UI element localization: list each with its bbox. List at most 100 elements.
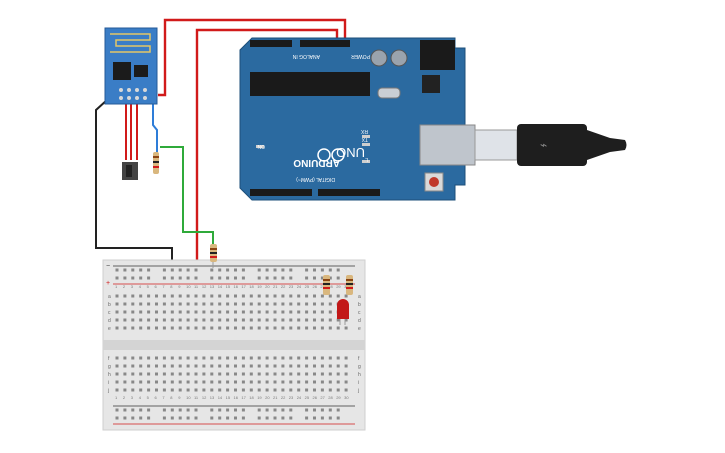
terminal-hole[interactable] bbox=[210, 302, 214, 306]
rail-hole[interactable] bbox=[328, 416, 332, 420]
rail-hole[interactable] bbox=[170, 408, 174, 412]
terminal-hole[interactable] bbox=[320, 372, 324, 376]
terminal-hole[interactable] bbox=[194, 372, 198, 376]
terminal-hole[interactable] bbox=[131, 294, 135, 298]
rail-hole[interactable] bbox=[328, 268, 332, 272]
terminal-hole[interactable] bbox=[202, 356, 206, 360]
terminal-hole[interactable] bbox=[178, 380, 182, 384]
slide-switch[interactable] bbox=[122, 162, 138, 180]
terminal-hole[interactable] bbox=[313, 388, 316, 392]
terminal-hole[interactable] bbox=[305, 294, 309, 298]
terminal-hole[interactable] bbox=[313, 302, 316, 306]
terminal-hole[interactable] bbox=[273, 372, 277, 376]
rail-hole[interactable] bbox=[186, 276, 190, 280]
terminal-hole[interactable] bbox=[241, 310, 245, 314]
terminal-hole[interactable] bbox=[336, 294, 340, 298]
terminal-hole[interactable] bbox=[226, 364, 230, 368]
terminal-hole[interactable] bbox=[162, 294, 166, 298]
terminal-hole[interactable] bbox=[218, 356, 222, 360]
terminal-hole[interactable] bbox=[234, 318, 237, 322]
terminal-hole[interactable] bbox=[320, 294, 324, 298]
terminal-hole[interactable] bbox=[265, 388, 269, 392]
terminal-hole[interactable] bbox=[115, 318, 119, 322]
terminal-hole[interactable] bbox=[313, 356, 316, 360]
rail-hole[interactable] bbox=[257, 416, 261, 420]
terminal-hole[interactable] bbox=[249, 326, 253, 330]
terminal-hole[interactable] bbox=[328, 294, 332, 298]
rail-hole[interactable] bbox=[162, 268, 166, 272]
terminal-hole[interactable] bbox=[123, 388, 127, 392]
terminal-hole[interactable] bbox=[320, 318, 324, 322]
rail-hole[interactable] bbox=[210, 408, 214, 412]
terminal-hole[interactable] bbox=[178, 372, 182, 376]
terminal-hole[interactable] bbox=[336, 364, 340, 368]
terminal-hole[interactable] bbox=[178, 294, 182, 298]
terminal-hole[interactable] bbox=[265, 364, 269, 368]
terminal-hole[interactable] bbox=[147, 356, 151, 360]
terminal-hole[interactable] bbox=[194, 380, 198, 384]
terminal-hole[interactable] bbox=[281, 318, 285, 322]
terminal-hole[interactable] bbox=[139, 294, 143, 298]
terminal-hole[interactable] bbox=[257, 302, 261, 306]
terminal-hole[interactable] bbox=[194, 388, 198, 392]
rail-hole[interactable] bbox=[273, 276, 277, 280]
rail-hole[interactable] bbox=[234, 276, 237, 280]
terminal-hole[interactable] bbox=[123, 294, 127, 298]
terminal-hole[interactable] bbox=[336, 326, 340, 330]
terminal-hole[interactable] bbox=[155, 364, 158, 368]
terminal-hole[interactable] bbox=[249, 380, 253, 384]
terminal-hole[interactable] bbox=[273, 326, 277, 330]
rail-hole[interactable] bbox=[194, 268, 198, 272]
rail-hole[interactable] bbox=[170, 268, 174, 272]
terminal-hole[interactable] bbox=[289, 294, 293, 298]
terminal-hole[interactable] bbox=[139, 372, 143, 376]
terminal-hole[interactable] bbox=[273, 364, 277, 368]
terminal-hole[interactable] bbox=[115, 302, 119, 306]
rail-hole[interactable] bbox=[281, 276, 285, 280]
terminal-hole[interactable] bbox=[155, 318, 158, 322]
terminal-hole[interactable] bbox=[281, 302, 285, 306]
terminal-hole[interactable] bbox=[336, 356, 340, 360]
rail-hole[interactable] bbox=[131, 268, 135, 272]
terminal-hole[interactable] bbox=[289, 388, 293, 392]
terminal-hole[interactable] bbox=[186, 326, 190, 330]
rail-hole[interactable] bbox=[336, 268, 340, 272]
terminal-hole[interactable] bbox=[297, 302, 301, 306]
terminal-hole[interactable] bbox=[320, 388, 324, 392]
rail-hole[interactable] bbox=[210, 276, 214, 280]
terminal-hole[interactable] bbox=[257, 294, 261, 298]
terminal-hole[interactable] bbox=[265, 356, 269, 360]
terminal-hole[interactable] bbox=[218, 364, 222, 368]
terminal-hole[interactable] bbox=[115, 294, 119, 298]
rail-hole[interactable] bbox=[281, 416, 285, 420]
esp8266-wifi-module[interactable] bbox=[104, 27, 158, 105]
terminal-hole[interactable] bbox=[131, 356, 135, 360]
terminal-hole[interactable] bbox=[297, 356, 301, 360]
rail-hole[interactable] bbox=[328, 276, 332, 280]
terminal-hole[interactable] bbox=[218, 294, 222, 298]
terminal-hole[interactable] bbox=[186, 388, 190, 392]
terminal-hole[interactable] bbox=[210, 326, 214, 330]
terminal-hole[interactable] bbox=[186, 356, 190, 360]
terminal-hole[interactable] bbox=[234, 302, 237, 306]
rail-hole[interactable] bbox=[305, 276, 309, 280]
terminal-hole[interactable] bbox=[202, 388, 206, 392]
terminal-hole[interactable] bbox=[162, 326, 166, 330]
terminal-hole[interactable] bbox=[210, 388, 214, 392]
terminal-hole[interactable] bbox=[257, 326, 261, 330]
terminal-hole[interactable] bbox=[147, 318, 151, 322]
resistor-breadboard-1[interactable] bbox=[210, 244, 217, 268]
terminal-hole[interactable] bbox=[265, 318, 269, 322]
terminal-hole[interactable] bbox=[273, 356, 277, 360]
rail-hole[interactable] bbox=[194, 408, 198, 412]
terminal-hole[interactable] bbox=[147, 364, 151, 368]
terminal-hole[interactable] bbox=[218, 372, 222, 376]
terminal-hole[interactable] bbox=[257, 310, 261, 314]
rail-hole[interactable] bbox=[218, 416, 222, 420]
terminal-hole[interactable] bbox=[131, 388, 135, 392]
terminal-hole[interactable] bbox=[170, 388, 174, 392]
terminal-hole[interactable] bbox=[218, 318, 222, 322]
rail-hole[interactable] bbox=[139, 408, 143, 412]
terminal-hole[interactable] bbox=[241, 388, 245, 392]
